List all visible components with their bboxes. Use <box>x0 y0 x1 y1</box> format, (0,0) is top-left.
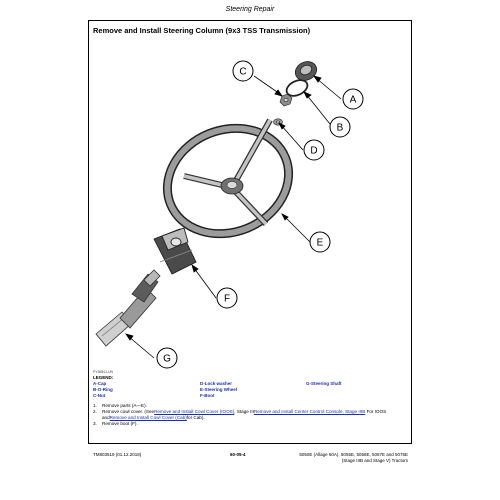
svg-text:D: D <box>310 146 317 157</box>
step-2-text-part-1: Remove cowl cover. (See <box>102 409 155 414</box>
svg-text:C: C <box>239 67 246 78</box>
step-2-text-part-2: , Stage III <box>234 409 254 414</box>
o-ring-part <box>285 79 309 97</box>
callout-E: E <box>309 231 331 253</box>
section-title: Remove and Install Steering Column (9x3 … <box>93 26 311 35</box>
step-text: Remove boot (F). <box>102 421 138 426</box>
legend-item-f: F-Boot <box>200 393 215 398</box>
step-number: 1. <box>93 403 97 408</box>
header-title: Steering Repair <box>225 6 275 13</box>
callout-B: B <box>329 116 351 138</box>
callout-C: C <box>232 60 254 82</box>
callout-G: G <box>156 347 178 369</box>
link-cowl-cover-ioos[interactable]: Remove and Install Cowl Cover (IOOS) <box>154 409 235 414</box>
svg-text:F: F <box>224 294 230 305</box>
step-text: Remove cowl cover. (SeeRemove and Instal… <box>102 409 409 421</box>
legend-item-e: E-Steering Wheel <box>200 387 238 392</box>
svg-text:A: A <box>350 95 357 106</box>
page-header: Steering Repair <box>88 0 412 21</box>
steering-column-exploded-illustration: A B C D E F G <box>95 60 364 369</box>
legend-item-a: A-Cap <box>93 381 107 386</box>
svg-text:G: G <box>163 354 171 365</box>
nut-part <box>279 93 293 107</box>
svg-text:B: B <box>337 123 344 134</box>
figure-code: PY36841-UN <box>93 370 113 374</box>
legend-title: LEGEND: <box>93 375 114 380</box>
footer-doc-id: TM803519 (01.12.2018) <box>93 452 142 457</box>
step-1: 1. Remove parts (A—E). <box>93 403 409 409</box>
step-number: 3. <box>93 421 97 426</box>
step-number: 2. <box>93 409 97 414</box>
steering-shaft-part <box>95 269 161 347</box>
link-cowl-cover-cab[interactable]: Remove and Install Cowl Cover (Cab) <box>109 415 187 420</box>
step-2: 2. Remove cowl cover. (SeeRemove and Ins… <box>93 409 409 421</box>
legend-item-b: B-O-Ring <box>93 387 113 392</box>
footer-page-number: 60-05-4 <box>230 452 246 457</box>
footer-model-line-2: (Stage IIIB and Stage V) Tractors <box>341 458 408 463</box>
callout-F: F <box>216 287 238 309</box>
procedure-steps: 1. Remove parts (A—E). 2. Remove cowl co… <box>93 403 409 427</box>
legend-item-g: G-Steering Shaft <box>306 381 342 386</box>
legend-item-c: C-Nut <box>93 393 106 398</box>
step-3: 3. Remove boot (F). <box>93 421 409 427</box>
link-center-control-console[interactable]: Remove and Install Center Control Consol… <box>253 409 366 414</box>
step-2-text-part-4: for Cab). <box>186 415 205 420</box>
footer-model-line-1: 5050E (Allage 60A), 5055E, 5058E, 5067E … <box>299 452 408 457</box>
svg-text:E: E <box>317 238 324 249</box>
callout-D: D <box>303 139 325 161</box>
content-frame <box>88 20 412 444</box>
cap-part <box>294 61 318 81</box>
steering-wheel-part <box>162 118 294 239</box>
manual-page: Steering Repair Remove and Install Steer… <box>88 0 412 500</box>
step-2-text-part-3: For IOOS and <box>102 409 387 420</box>
legend-item-d: D-Lock washer <box>200 381 233 386</box>
step-text: Remove parts (A—E). <box>102 403 147 408</box>
callout-arrows <box>125 75 342 359</box>
callout-A: A <box>342 88 364 110</box>
boot-part <box>153 227 197 275</box>
